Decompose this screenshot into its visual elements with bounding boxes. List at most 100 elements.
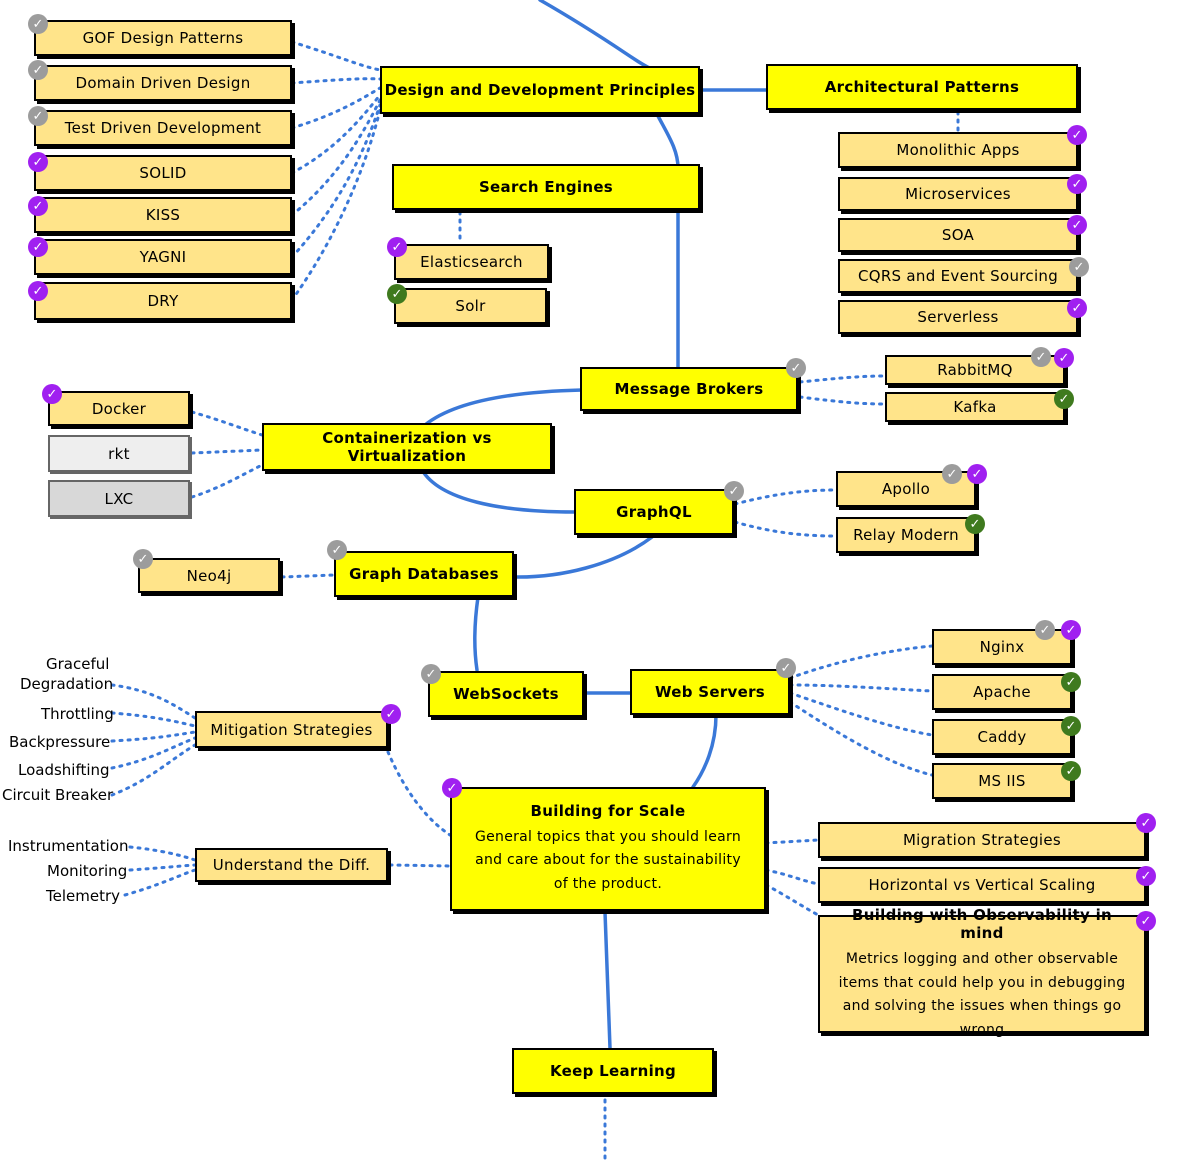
arch-item-cqrs[interactable]: CQRS and Event Sourcing: [838, 259, 1078, 293]
node-label: Design and Development Principles: [384, 81, 696, 99]
path-graphdb-ws: [473, 595, 480, 672]
check-icon: ✓: [786, 358, 806, 378]
path-container-graphql: [420, 468, 577, 514]
node-label: Nginx: [979, 638, 1025, 656]
diff-item-instrumentation[interactable]: Instrumentation: [8, 837, 129, 855]
webserver-item-msiis[interactable]: MS IIS: [932, 763, 1072, 799]
node-label: Apache: [973, 683, 1031, 701]
node-label: Search Engines: [478, 178, 614, 196]
check-icon: ✓: [1069, 257, 1089, 277]
check-icon: ✓: [967, 464, 987, 484]
architectural-patterns-node[interactable]: Architectural Patterns: [766, 64, 1078, 110]
check-icon: ✓: [1061, 620, 1081, 640]
mitigation-item-degradation[interactable]: Degradation: [20, 675, 114, 693]
path-scale-keep: [603, 910, 612, 1050]
graphql-node[interactable]: GraphQL: [574, 489, 734, 535]
arch-item-soa[interactable]: SOA: [838, 218, 1078, 252]
design-item-yagni[interactable]: YAGNI: [34, 239, 292, 275]
node-label: Graph Databases: [349, 565, 499, 583]
design-item-solid[interactable]: SOLID: [34, 155, 292, 191]
web-servers-node[interactable]: Web Servers: [630, 669, 790, 715]
webserver-item-caddy[interactable]: Caddy: [932, 719, 1072, 755]
building-scale-description: General topics that you should learn and…: [474, 828, 742, 892]
check-icon: ✓: [28, 281, 48, 301]
observability-node[interactable]: Building with Observability in mind Metr…: [818, 906, 1146, 1038]
design-principles-node[interactable]: Design and Development Principles: [380, 66, 700, 114]
message-brokers-node[interactable]: Message Brokers: [580, 367, 798, 411]
webserver-item-apache[interactable]: Apache: [932, 674, 1072, 710]
mitigation-strategies-node[interactable]: Mitigation Strategies: [195, 711, 388, 748]
broker-item-kafka[interactable]: Kafka: [885, 392, 1065, 422]
scale-item-horizontal-vertical[interactable]: Horizontal vs Vertical Scaling: [818, 867, 1146, 903]
check-icon: ✓: [1054, 348, 1074, 368]
check-icon: ✓: [42, 384, 62, 404]
check-icon: ✓: [1061, 761, 1081, 781]
diff-item-telemetry[interactable]: Telemetry: [46, 887, 121, 905]
node-label: Microservices: [905, 185, 1011, 203]
arch-item-monolithic[interactable]: Monolithic Apps: [838, 132, 1078, 168]
check-icon: ✓: [965, 514, 985, 534]
websockets-node[interactable]: WebSockets: [428, 671, 584, 717]
node-label: Caddy: [977, 728, 1027, 746]
node-label: Web Servers: [654, 683, 766, 701]
check-icon: ✓: [1054, 389, 1074, 409]
mitigation-item-loadshifting[interactable]: Loadshifting: [18, 761, 110, 779]
check-icon: ✓: [327, 540, 347, 560]
node-label: Neo4j: [186, 566, 232, 585]
broker-item-rabbitmq[interactable]: RabbitMQ: [885, 355, 1065, 385]
node-label: Migration Strategies: [902, 831, 1062, 849]
arch-item-microservices[interactable]: Microservices: [838, 177, 1078, 211]
design-item-dry[interactable]: DRY: [34, 282, 292, 320]
mitigation-item-graceful[interactable]: Graceful: [46, 655, 110, 673]
check-icon: ✓: [776, 658, 796, 678]
webserver-item-nginx[interactable]: Nginx: [932, 629, 1072, 665]
node-label: KISS: [145, 206, 181, 224]
design-item-gof[interactable]: GOF Design Patterns: [34, 20, 292, 56]
scale-item-migration[interactable]: Migration Strategies: [818, 822, 1146, 858]
arch-item-serverless[interactable]: Serverless: [838, 300, 1078, 334]
check-icon: ✓: [1136, 911, 1156, 931]
node-label: Serverless: [917, 308, 999, 326]
search-engines-node[interactable]: Search Engines: [392, 164, 700, 210]
graphql-item-relay[interactable]: Relay Modern: [836, 517, 976, 553]
containerization-node[interactable]: Containerization vs Virtualization: [262, 423, 552, 471]
container-item-lxc[interactable]: LXC: [48, 480, 190, 517]
node-label: Containerization vs Virtualization: [322, 429, 492, 465]
node-label: Understand the Diff.: [212, 856, 371, 874]
building-for-scale-node[interactable]: Building for Scale General topics that y…: [450, 787, 766, 911]
check-icon: ✓: [133, 549, 153, 569]
keep-learning-node[interactable]: Keep Learning: [512, 1048, 714, 1094]
design-item-tdd[interactable]: Test Driven Development: [34, 110, 292, 146]
node-label: rkt: [108, 444, 130, 463]
graphdb-item-neo4j[interactable]: Neo4j: [138, 558, 280, 593]
check-icon: ✓: [1067, 215, 1087, 235]
node-label: Monolithic Apps: [896, 141, 1020, 159]
mitigation-item-circuit-breaker[interactable]: Circuit Breaker: [2, 786, 114, 804]
node-label: GraphQL: [616, 503, 692, 521]
diff-item-monitoring[interactable]: Monitoring: [47, 862, 128, 880]
mitigation-item-throttling[interactable]: Throttling: [41, 705, 114, 723]
node-label: SOLID: [139, 164, 187, 182]
check-icon: ✓: [1031, 347, 1051, 367]
node-label: WebSockets: [453, 685, 559, 703]
node-label: SOA: [941, 226, 975, 244]
mitigation-item-backpressure[interactable]: Backpressure: [9, 733, 111, 751]
node-label: RabbitMQ: [937, 361, 1013, 379]
path-graphql-graphdb: [511, 535, 654, 579]
node-label: Test Driven Development: [64, 119, 262, 137]
node-label: Keep Learning: [549, 1062, 677, 1080]
design-item-kiss[interactable]: KISS: [34, 197, 292, 233]
check-icon: ✓: [1061, 716, 1081, 736]
search-item-elasticsearch[interactable]: Elasticsearch: [394, 244, 549, 280]
understand-diff-node[interactable]: Understand the Diff.: [195, 848, 388, 882]
observability-description: Metrics logging and other observable ite…: [838, 951, 1126, 1038]
check-icon: ✓: [28, 14, 48, 34]
container-item-rkt[interactable]: rkt: [48, 435, 190, 472]
container-item-docker[interactable]: Docker: [48, 391, 190, 426]
check-icon: ✓: [28, 60, 48, 80]
node-label: Mitigation Strategies: [210, 720, 373, 739]
graph-databases-node[interactable]: Graph Databases: [334, 551, 514, 597]
design-item-ddd[interactable]: Domain Driven Design: [34, 65, 292, 101]
search-item-solr[interactable]: Solr: [394, 288, 547, 324]
path-broker-container: [423, 388, 584, 427]
